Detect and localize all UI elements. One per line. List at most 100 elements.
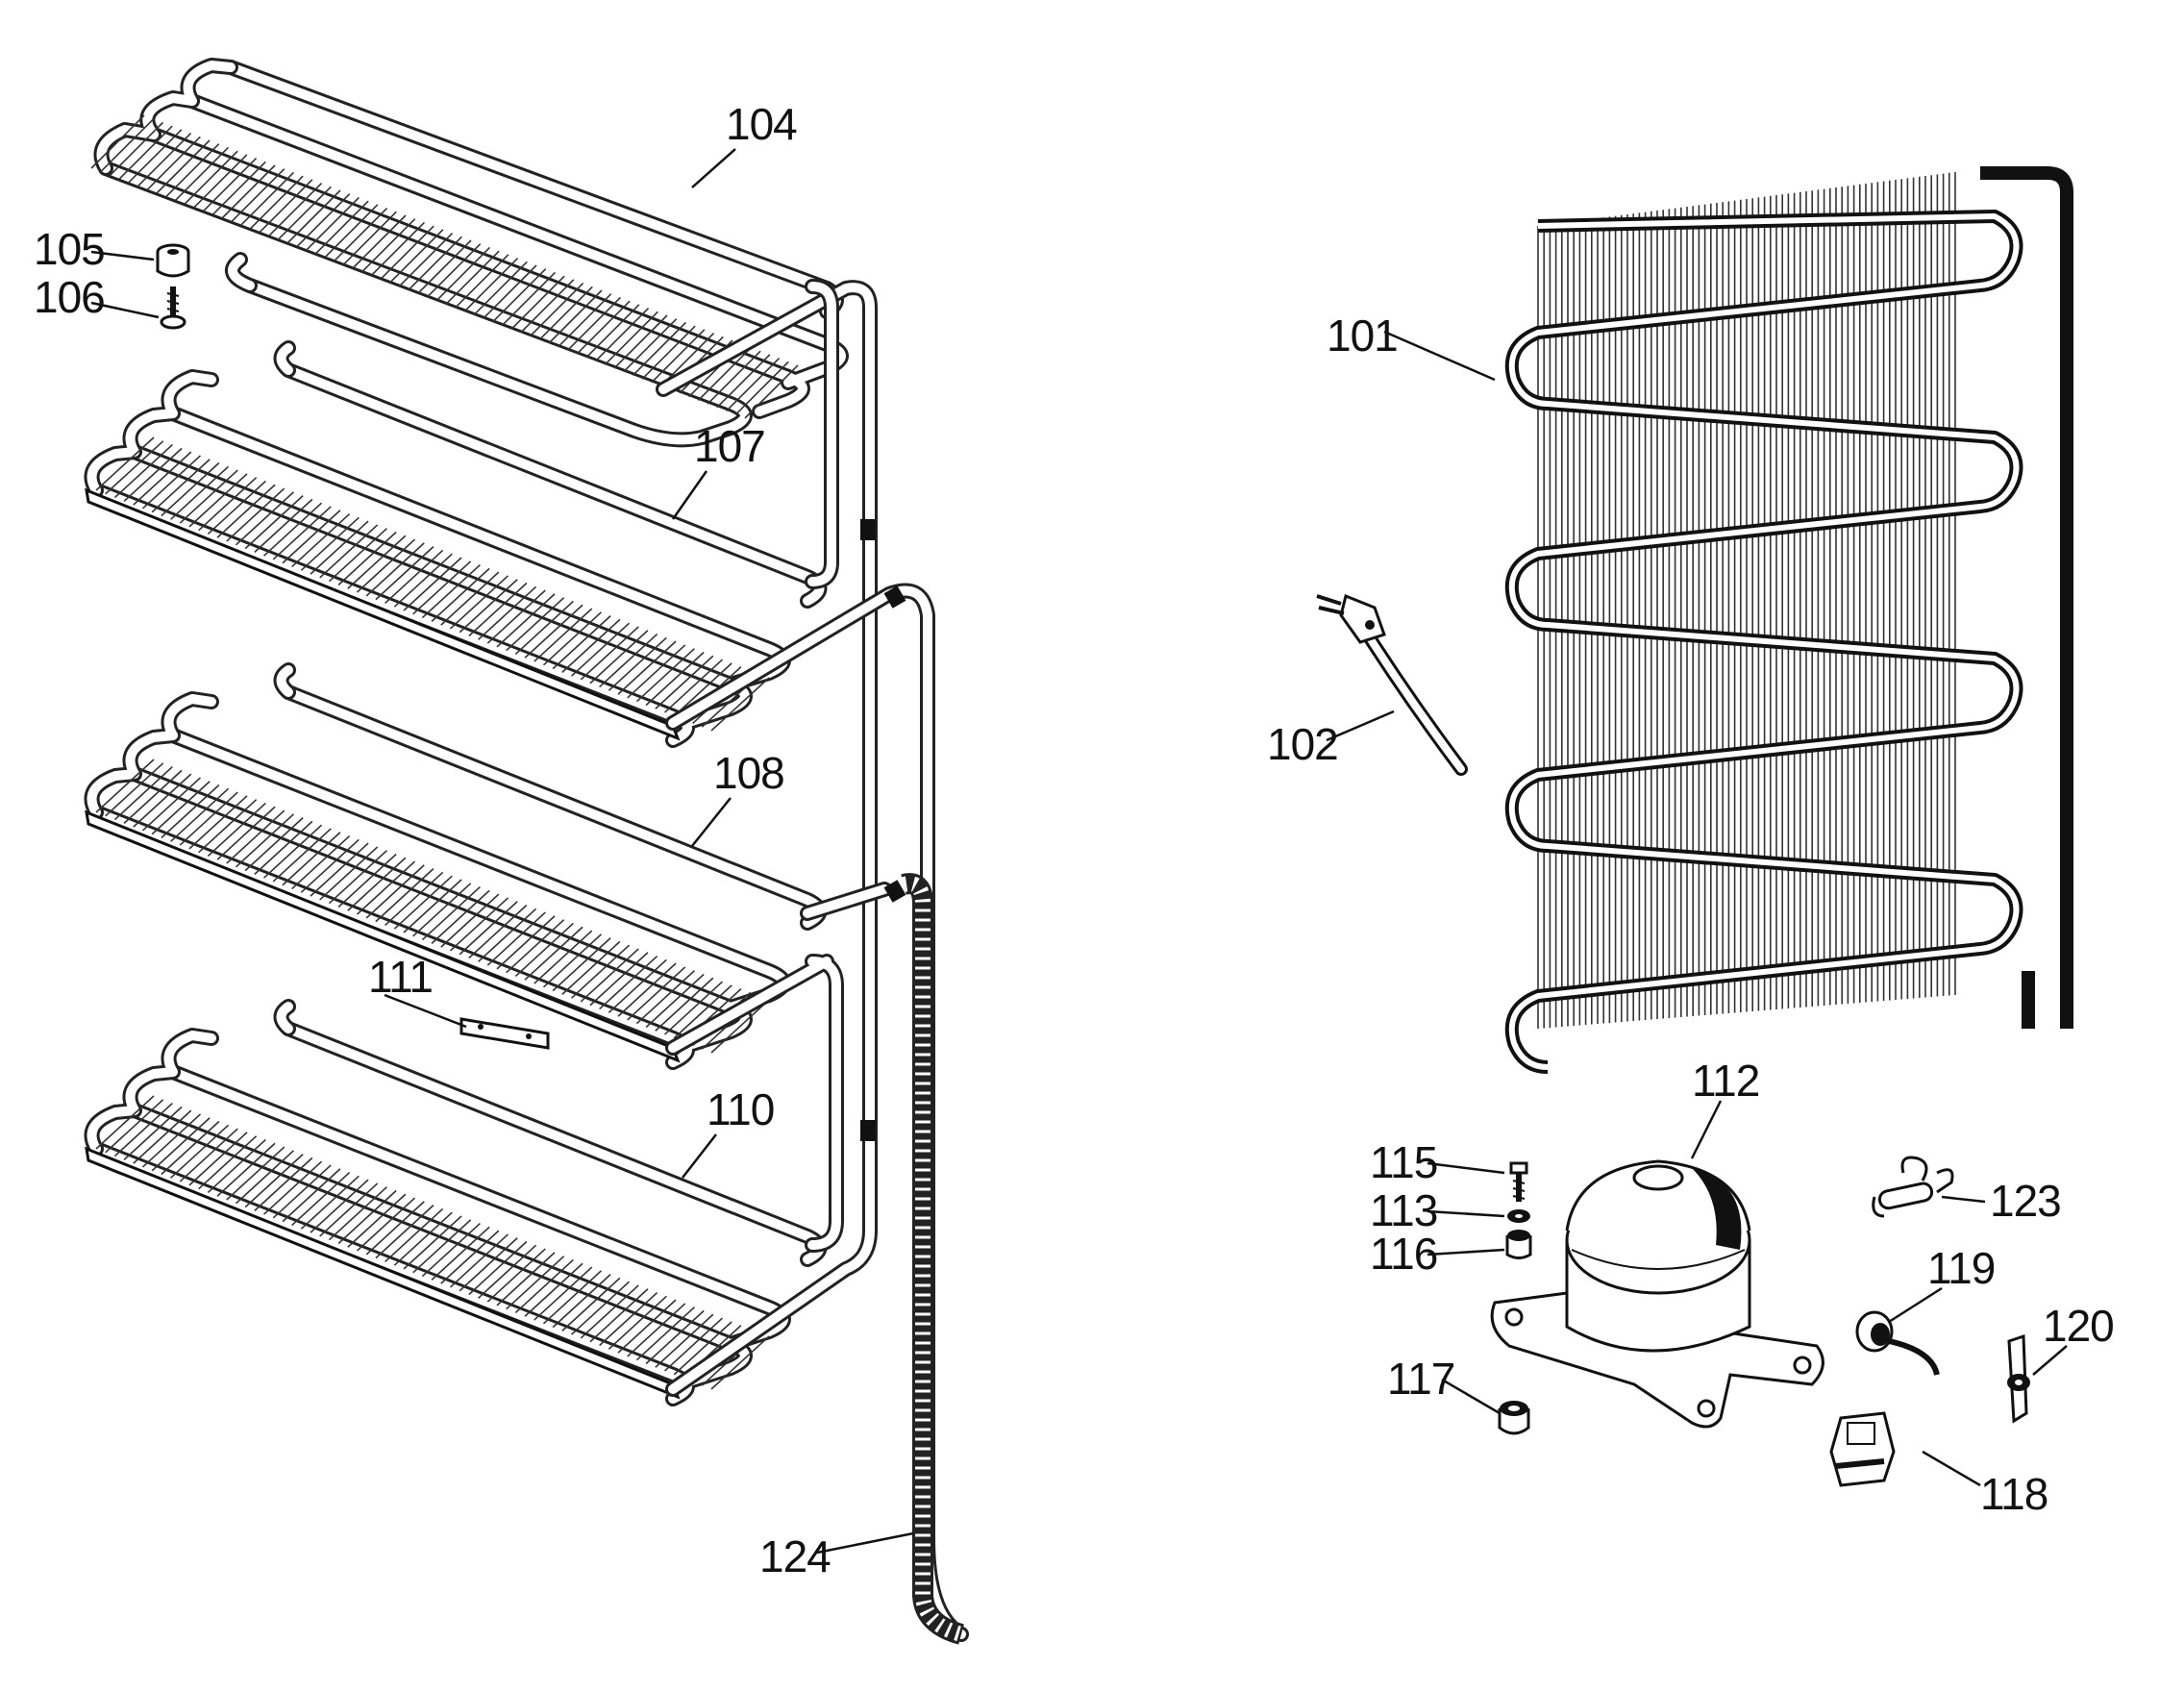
fin-line [710,1335,770,1390]
fin-line [291,1171,351,1227]
fin-line [254,820,313,875]
label-120: 120 [2043,1301,2114,1351]
fin-line [375,1205,434,1259]
fin-line [319,524,379,579]
fin-line [198,1135,258,1190]
fin-line [599,1291,658,1347]
fin-line [393,553,453,608]
fin-line [524,604,583,659]
fin-line [486,911,546,966]
grommet-105 [156,243,190,278]
fin-line [151,1117,211,1172]
fin-line [198,477,258,532]
fin-line [385,1207,444,1263]
fin-line [263,1160,323,1215]
fin-line [412,883,472,937]
fin-line [193,154,248,209]
fin-line [268,183,323,237]
fin-line [468,1240,528,1296]
fin-line [510,275,565,330]
fin-line [707,350,761,405]
fin-line [393,1211,453,1266]
bolt-115 [1509,1161,1528,1202]
fin-line [496,593,556,648]
fin-line [663,1317,724,1372]
fin-line [337,853,397,908]
fin-line [375,546,434,601]
fin-line [604,311,658,365]
fin-line [141,777,202,832]
fin-line [347,1193,407,1248]
fin-line [514,1258,574,1314]
fin-line [449,897,509,952]
label-111: 111 [368,952,433,1002]
fin-line [393,875,453,930]
label-107: 107 [694,421,765,471]
fin-line [421,885,481,941]
label-105: 105 [34,224,105,274]
fin-line [179,469,238,524]
fin-line [342,211,397,265]
fin-line [170,787,230,842]
fin-line [123,1106,183,1160]
fin-line [356,1197,416,1252]
fin-line [133,773,192,828]
fin-line [673,662,732,717]
fin-line [137,133,192,187]
fin-line [239,171,294,226]
condenser-101 [1504,166,2073,1074]
fin-line [95,436,155,491]
washer-113 [1507,1209,1530,1223]
fin-line [352,214,407,269]
capacitor-clip-123 [1872,1156,1954,1218]
fin-line [520,279,575,334]
fin-line [123,769,183,824]
fin-line [478,908,537,962]
fin-line [431,567,490,622]
fin-line [440,1230,500,1284]
fin-line [506,597,565,652]
fin-line [337,531,397,586]
fin-line [552,937,611,992]
fin-line [207,1138,266,1194]
fin-line [431,1226,490,1281]
fin-line [538,286,593,340]
fin-line [514,922,574,978]
fin-line [95,1095,155,1150]
fin-line [151,781,211,835]
fin-line [105,762,164,817]
fin-line [300,1175,360,1230]
fin-line [133,1109,192,1164]
fin-line [412,1219,472,1274]
fin-line [627,644,686,699]
fin-line [151,459,211,513]
fin-line [468,582,528,637]
fin-line [128,129,183,184]
fin-line [478,585,537,640]
label-116: 116 [1370,1229,1437,1279]
grommet-117 [1498,1401,1530,1435]
fin-line [263,502,323,557]
fin-line [272,1164,332,1219]
fin-line [673,984,732,1039]
label-123: 123 [1990,1176,2061,1226]
fin-line [361,218,416,273]
fin-line [542,611,602,666]
fin-line [561,618,621,673]
fin-line [449,1233,509,1288]
fin-line [627,1303,686,1357]
fin-line [188,1132,248,1186]
fin-line [141,455,202,510]
fin-line [635,970,695,1025]
fin-line [617,1299,677,1354]
fin-line [286,189,341,244]
fin-line [216,806,276,860]
fin-line [314,200,369,255]
fin-line [427,243,482,298]
fin-line [282,1168,341,1223]
fin-line [282,510,341,564]
interconnect-tubing [656,279,969,1645]
fin-line [627,966,686,1021]
fin-line [613,314,668,369]
fin-line [365,542,425,597]
